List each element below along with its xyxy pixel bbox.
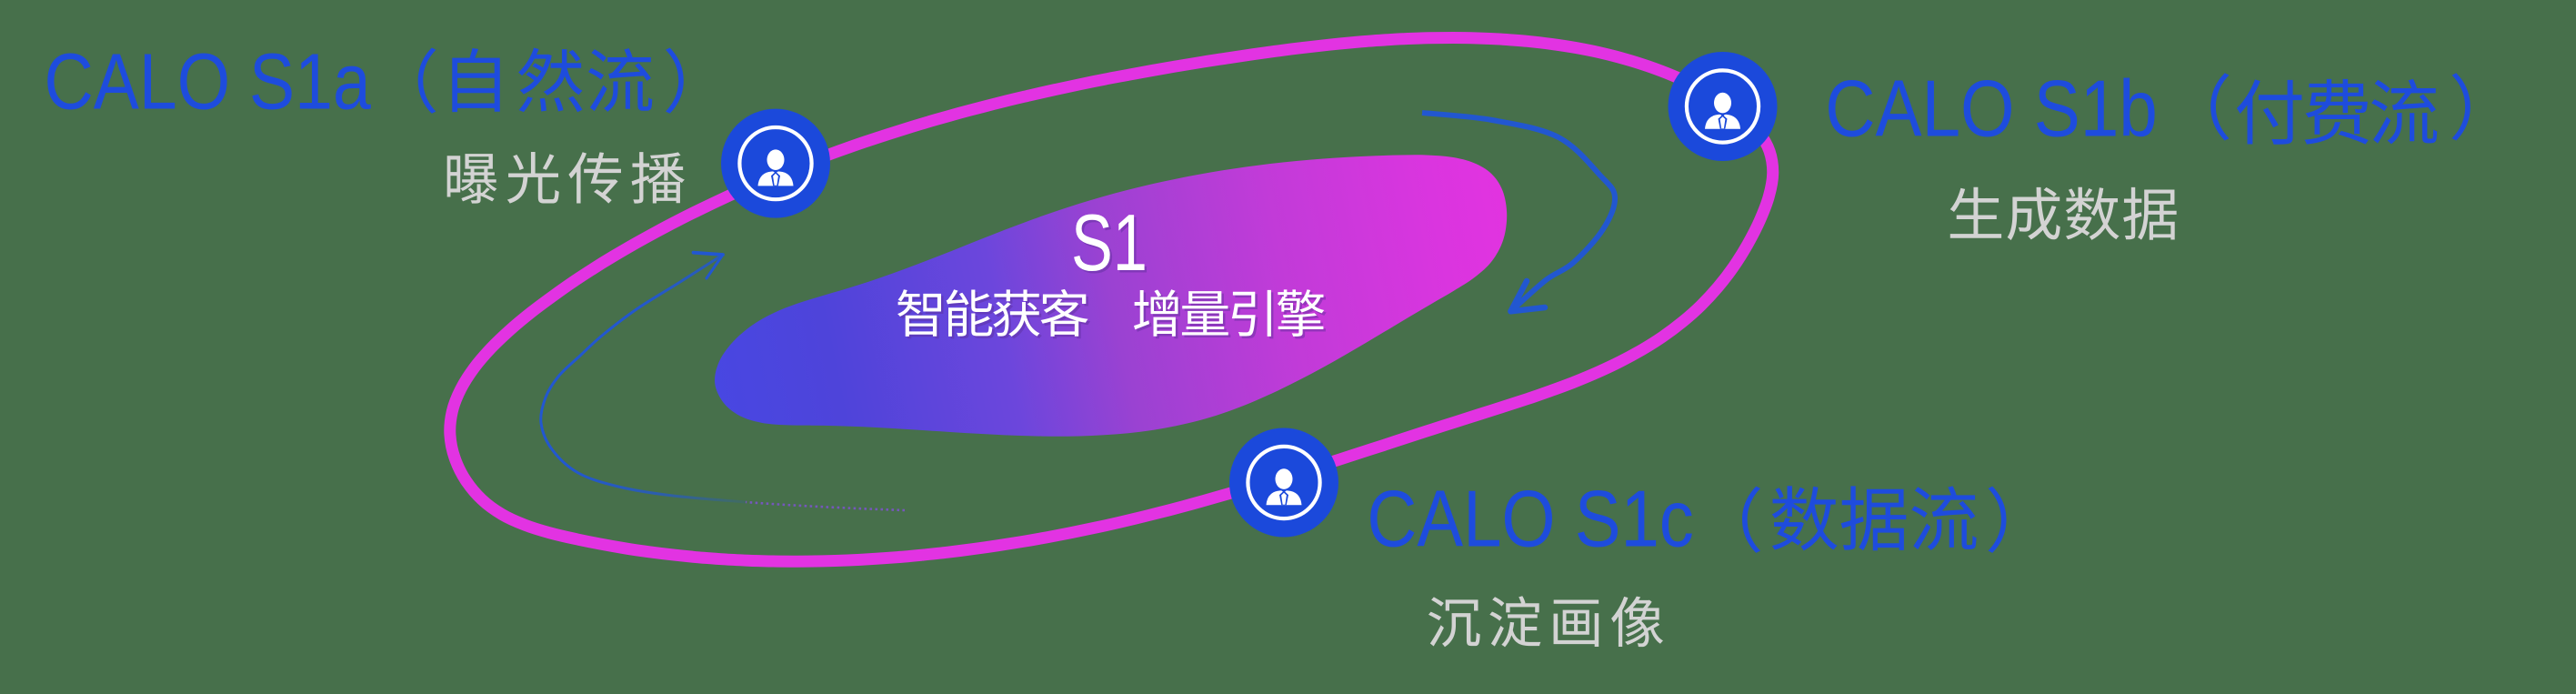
svg-text:CALO S1c: CALO S1c xyxy=(1367,474,1693,564)
svg-text:S1: S1 xyxy=(1074,200,1150,289)
svg-text:CALO S1a: CALO S1a xyxy=(45,37,372,126)
svg-text:S1: S1 xyxy=(1071,198,1148,287)
svg-text:CALO S1b: CALO S1b xyxy=(1825,65,2157,154)
